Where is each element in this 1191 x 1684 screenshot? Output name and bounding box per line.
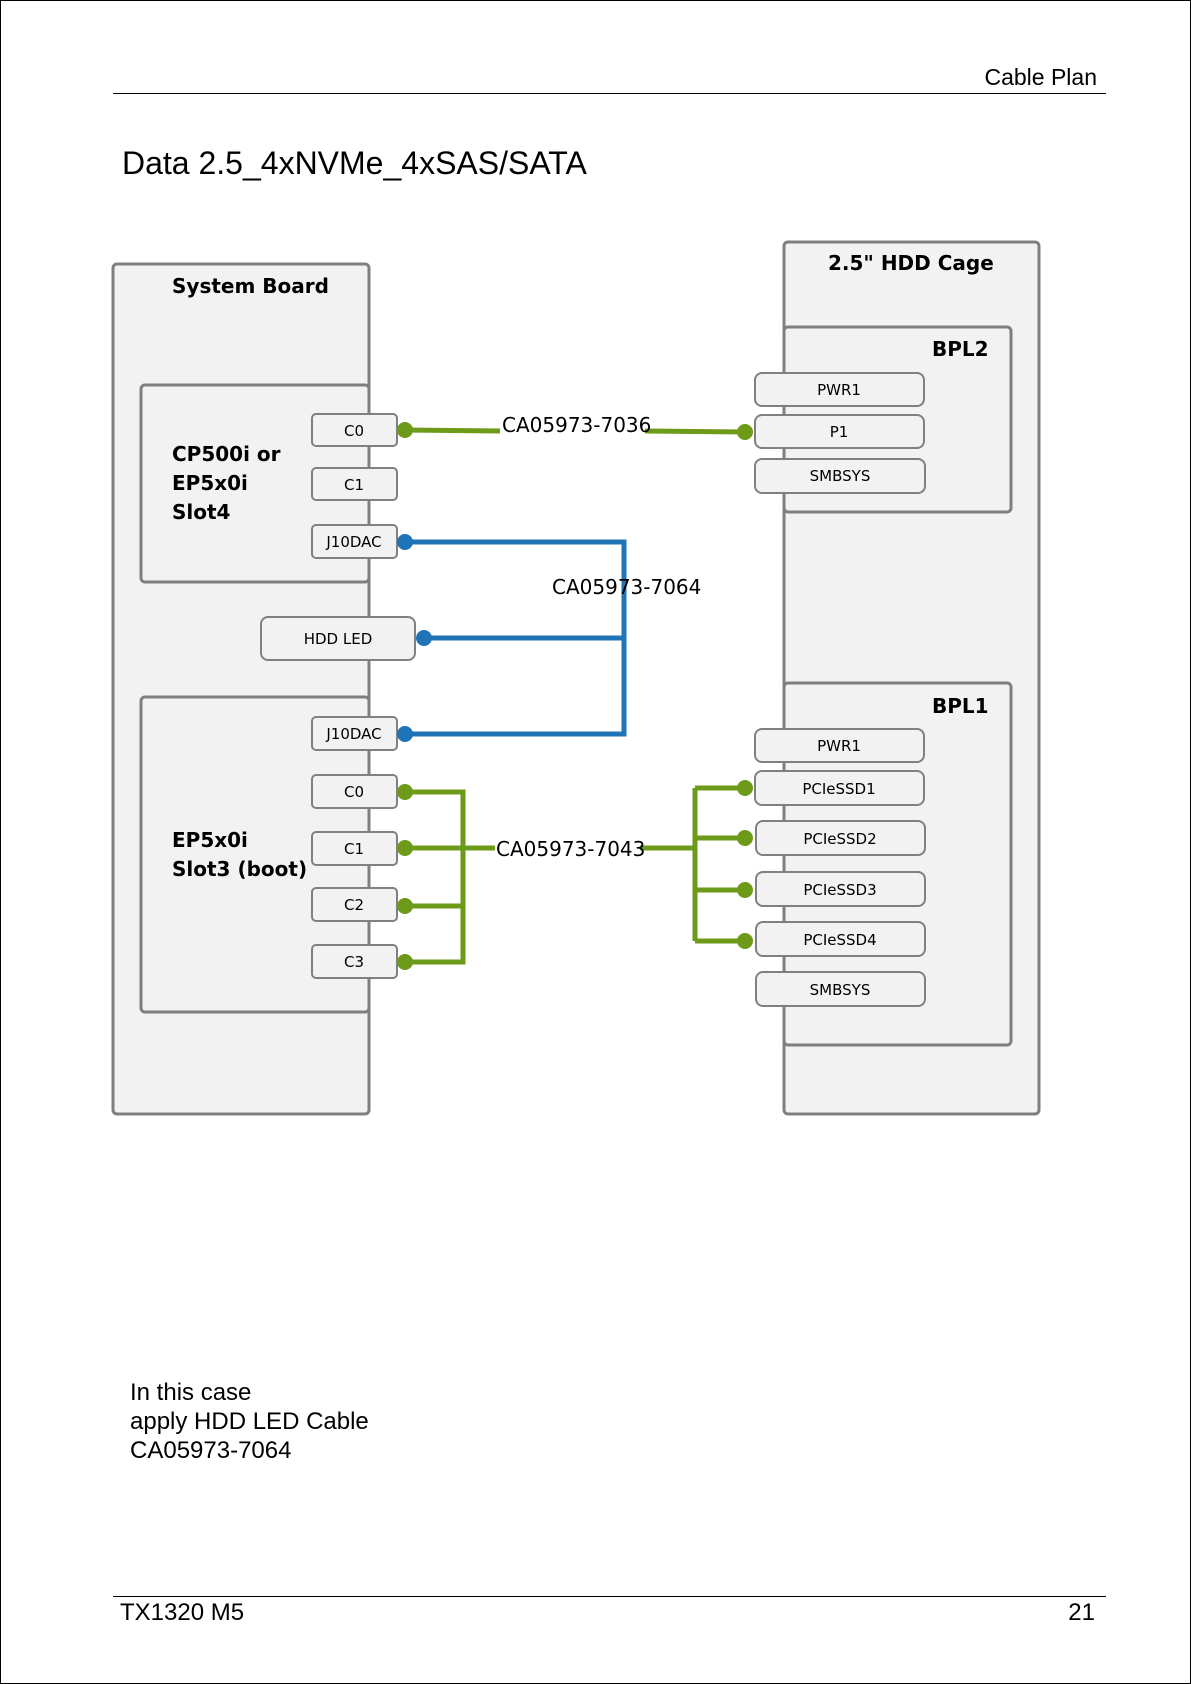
dot-slot3-c1: [397, 840, 413, 856]
port-slot3-c0[interactable]: C0: [311, 774, 398, 809]
header-section-title: Cable Plan: [984, 64, 1097, 90]
note-line-1: In this case: [130, 1379, 252, 1406]
dot-slot3-j10dac: [397, 726, 413, 742]
controller-slot3: EP5x0i Slot3 (boot): [139, 695, 371, 1014]
port-bpl2-p1[interactable]: P1: [754, 414, 925, 449]
dot-slot3-c3: [397, 954, 413, 970]
dot-slot3-c2: [397, 898, 413, 914]
svg-text:SMBSYS: SMBSYS: [810, 981, 871, 999]
footer-model: TX1320 M5: [120, 1599, 245, 1626]
svg-text:PCIeSSD3: PCIeSSD3: [803, 881, 876, 899]
controller-slot4-label-line-1: CP500i or: [172, 442, 281, 466]
svg-text:C3: C3: [344, 953, 364, 971]
dot-slot4-c0: [397, 422, 413, 438]
svg-text:C0: C0: [344, 422, 364, 440]
port-bpl2-pwr1[interactable]: PWR1: [754, 372, 925, 407]
svg-text:C0: C0: [344, 783, 364, 801]
svg-text:HDD LED: HDD LED: [304, 630, 373, 648]
svg-text:C2: C2: [344, 896, 364, 914]
cable-sas-7036: [404, 427, 746, 435]
port-slot3-c1[interactable]: C1: [311, 831, 398, 866]
port-slot3-j10dac[interactable]: J10DAC: [311, 716, 398, 751]
dot-bpl1-pciessd1: [737, 780, 753, 796]
header-rule: [113, 93, 1106, 94]
svg-text:PWR1: PWR1: [817, 737, 861, 755]
port-hdd-led[interactable]: HDD LED: [260, 616, 416, 661]
note-line-2: apply HDD LED Cable: [130, 1408, 369, 1435]
dot-slot3-c0: [397, 784, 413, 800]
dot-bpl2-p1: [737, 424, 753, 440]
port-bpl1-pciessd1[interactable]: PCIeSSD1: [754, 770, 925, 806]
cable-label-led: CA05973-7064: [552, 575, 701, 599]
port-slot4-c1[interactable]: C1: [311, 467, 398, 501]
note-line-3: CA05973-7064: [130, 1437, 292, 1464]
hdd-cage-label: 2.5" HDD Cage: [828, 251, 994, 275]
controller-slot3-label-line-2: Slot3 (boot): [172, 857, 307, 881]
port-slot3-c2[interactable]: C2: [311, 887, 398, 922]
svg-text:P1: P1: [830, 423, 849, 441]
cable-label-nvme: CA05973-7043: [496, 837, 645, 861]
dot-slot4-j10dac: [397, 534, 413, 550]
controller-slot4-label-line-3: Slot4: [172, 500, 230, 524]
controller-slot4-label-line-2: EP5x0i: [172, 471, 248, 495]
dot-bpl1-pciessd2: [737, 830, 753, 846]
svg-text:PWR1: PWR1: [817, 381, 861, 399]
dot-hdd-led: [416, 630, 432, 646]
system-board-label: System Board: [172, 274, 329, 298]
svg-text:SMBSYS: SMBSYS: [810, 467, 871, 485]
footer-rule: [113, 1596, 1106, 1597]
dot-bpl1-pciessd4: [737, 933, 753, 949]
svg-text:J10DAC: J10DAC: [325, 533, 381, 551]
port-bpl2-smbsys[interactable]: SMBSYS: [754, 458, 926, 494]
connector-dots: [397, 422, 753, 970]
svg-text:C1: C1: [344, 476, 364, 494]
svg-text:PCIeSSD1: PCIeSSD1: [802, 780, 875, 798]
cable-label-sas: CA05973-7036: [502, 413, 651, 437]
cable-nvme-7043: [405, 785, 745, 965]
bpl2-label: BPL2: [932, 337, 989, 361]
svg-text:J10DAC: J10DAC: [325, 725, 381, 743]
port-bpl1-pciessd2[interactable]: PCIeSSD2: [755, 820, 926, 856]
port-bpl1-pciessd3[interactable]: PCIeSSD3: [755, 871, 926, 907]
footer-page-number: 21: [1068, 1599, 1095, 1626]
svg-text:C1: C1: [344, 840, 364, 858]
page-title: Data 2.5_4xNVMe_4xSAS/SATA: [122, 145, 587, 181]
port-bpl1-pciessd4[interactable]: PCIeSSD4: [755, 921, 926, 957]
svg-text:PCIeSSD2: PCIeSSD2: [803, 830, 876, 848]
cable-led-7064: [405, 539, 627, 737]
note-block: In this case apply HDD LED Cable CA05973…: [130, 1378, 369, 1465]
bpl1-label: BPL1: [932, 694, 989, 718]
port-slot4-j10dac[interactable]: J10DAC: [311, 524, 398, 559]
controller-slot3-label-line-1: EP5x0i: [172, 828, 248, 852]
dot-bpl1-pciessd3: [737, 882, 753, 898]
port-bpl1-pwr1[interactable]: PWR1: [754, 728, 925, 763]
svg-text:PCIeSSD4: PCIeSSD4: [803, 931, 876, 949]
port-bpl1-smbsys[interactable]: SMBSYS: [755, 971, 926, 1007]
port-slot3-c3[interactable]: C3: [311, 944, 398, 979]
port-slot4-c0[interactable]: C0: [311, 413, 398, 447]
